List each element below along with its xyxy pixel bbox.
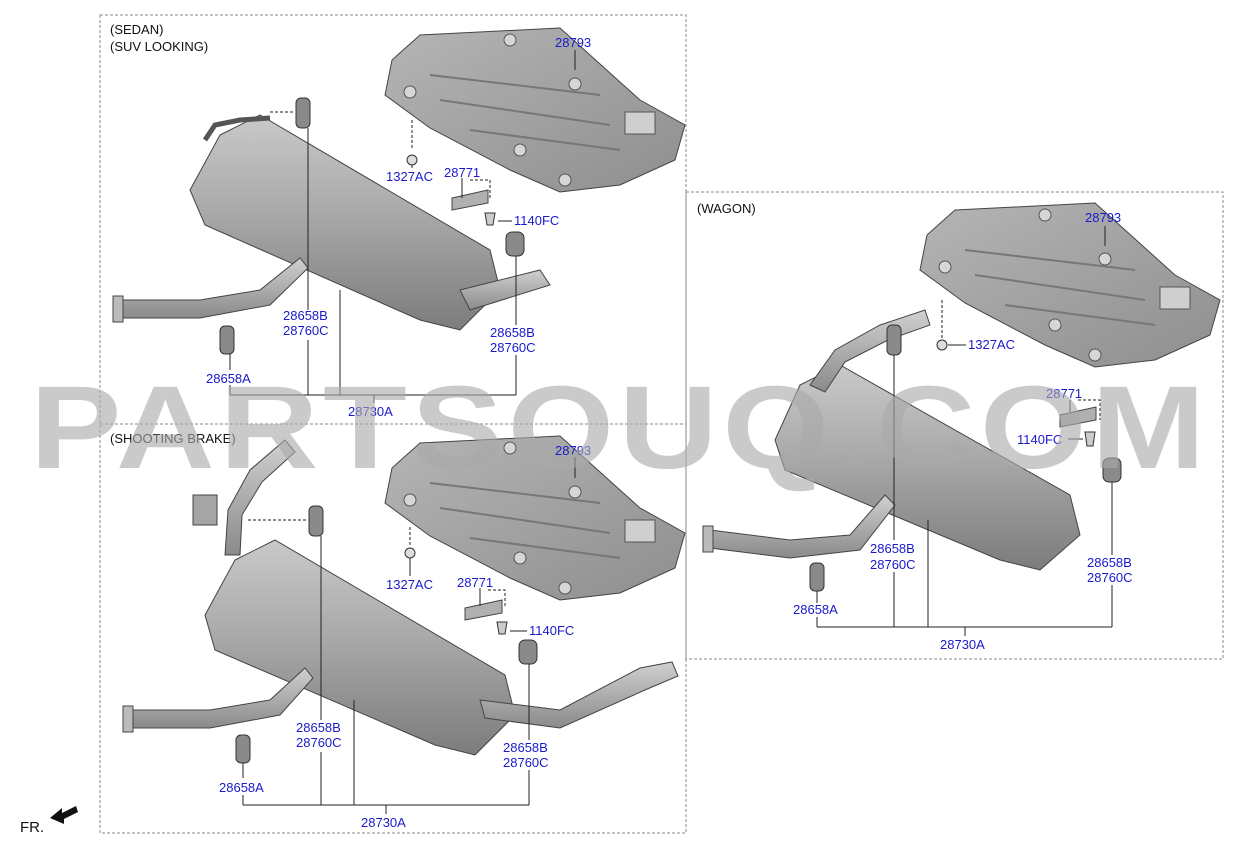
- bolt-illustration: [1084, 431, 1096, 447]
- svg-text:1140FC: 1140FC: [514, 213, 559, 228]
- svg-text:28658A: 28658A: [793, 602, 838, 617]
- svg-text:28760C: 28760C: [283, 323, 329, 338]
- shooting-brake-part-28730a[interactable]: 28730A: [361, 815, 406, 830]
- svg-text:28760C: 28760C: [296, 735, 342, 750]
- svg-text:1140FC: 1140FC: [1017, 432, 1062, 447]
- svg-text:28793: 28793: [1085, 210, 1121, 225]
- hanger-c-illustration: [505, 231, 525, 257]
- sedan-part-1140fc[interactable]: 1140FC: [514, 213, 559, 228]
- shooting-brake-part-28793[interactable]: 28793: [555, 443, 591, 458]
- hanger-a-illustration: [219, 325, 235, 355]
- svg-text:28760C: 28760C: [490, 340, 536, 355]
- wagon-part-28730a[interactable]: 28730A: [940, 637, 985, 652]
- hanger-b-illustration: [295, 97, 311, 129]
- front-direction-label: FR.: [20, 819, 44, 836]
- sedan-part-28658b-left[interactable]: 28658B: [283, 308, 328, 323]
- svg-text:28730A: 28730A: [361, 815, 406, 830]
- bracket-illustration: [464, 599, 503, 621]
- shooting-brake-part-28658b-left[interactable]: 28658B: [296, 720, 341, 735]
- svg-text:28658A: 28658A: [206, 371, 251, 386]
- wagon-part-1327ac[interactable]: 1327AC: [968, 337, 1015, 352]
- heat-protector-illustration: [919, 202, 1221, 368]
- hanger-a-illustration: [809, 562, 825, 592]
- bolt-illustration: [496, 621, 508, 635]
- sedan-part-28793[interactable]: 28793: [555, 35, 591, 50]
- wagon-group-frame: [685, 191, 1224, 660]
- wagon-part-28658b-right[interactable]: 28658B: [1087, 555, 1132, 570]
- sedan-part-28658a[interactable]: 28658A: [206, 371, 251, 386]
- front-arrow-icon: [50, 806, 78, 824]
- svg-text:1327AC: 1327AC: [386, 169, 433, 184]
- shooting-brake-assembly: [122, 435, 686, 814]
- sedan-title: (SEDAN): [110, 22, 163, 37]
- shooting-brake-part-28658a[interactable]: 28658A: [219, 780, 264, 795]
- svg-text:28771: 28771: [444, 165, 480, 180]
- svg-text:28658B: 28658B: [1087, 555, 1132, 570]
- hanger-b-illustration: [886, 324, 902, 356]
- svg-text:1327AC: 1327AC: [968, 337, 1015, 352]
- hanger-b-illustration: [308, 505, 324, 537]
- shooting-brake-part-28760c-left[interactable]: 28760C: [296, 735, 342, 750]
- svg-text:28658A: 28658A: [219, 780, 264, 795]
- sedan-part-28760c-right[interactable]: 28760C: [490, 340, 536, 355]
- svg-text:28658B: 28658B: [870, 541, 915, 556]
- svg-text:28658B: 28658B: [283, 308, 328, 323]
- svg-text:28730A: 28730A: [940, 637, 985, 652]
- sedan-assembly: [112, 27, 686, 403]
- hanger-a-illustration: [235, 734, 251, 764]
- heat-protector-illustration: [384, 435, 686, 601]
- svg-text:1140FC: 1140FC: [529, 623, 574, 638]
- wagon-part-1140fc[interactable]: 1140FC: [1017, 432, 1062, 447]
- svg-text:28760C: 28760C: [503, 755, 549, 770]
- svg-text:28658B: 28658B: [490, 325, 535, 340]
- svg-text:28793: 28793: [555, 35, 591, 50]
- watermark: PARTSOUQ.COM: [30, 362, 1210, 494]
- heat-protector-illustration: [384, 27, 686, 193]
- shooting-brake-part-1140fc[interactable]: 1140FC: [529, 623, 574, 638]
- svg-text:28760C: 28760C: [870, 557, 916, 572]
- bracket-illustration: [1059, 406, 1097, 428]
- sedan-part-28760c-left[interactable]: 28760C: [283, 323, 329, 338]
- shooting-brake-part-1327ac[interactable]: 1327AC: [386, 577, 433, 592]
- svg-text:28658B: 28658B: [296, 720, 341, 735]
- svg-text:28771: 28771: [457, 575, 493, 590]
- nut-illustration: [404, 547, 416, 559]
- sedan-part-28658b-right[interactable]: 28658B: [490, 325, 535, 340]
- svg-text:28771: 28771: [1046, 386, 1082, 401]
- shooting-brake-part-28658b-right[interactable]: 28658B: [503, 740, 548, 755]
- nut-illustration: [406, 154, 418, 166]
- nut-illustration: [936, 339, 948, 351]
- wagon-part-28658a[interactable]: 28658A: [793, 602, 838, 617]
- bolt-illustration: [484, 212, 496, 226]
- wagon-part-28793[interactable]: 28793: [1085, 210, 1121, 225]
- shooting-brake-part-28771[interactable]: 28771: [457, 575, 493, 590]
- wagon-part-28760c-left[interactable]: 28760C: [870, 557, 916, 572]
- svg-text:28793: 28793: [555, 443, 591, 458]
- svg-text:1327AC: 1327AC: [386, 577, 433, 592]
- wagon-part-28760c-right[interactable]: 28760C: [1087, 570, 1133, 585]
- shooting-brake-title: (SHOOTING BRAKE): [110, 431, 236, 446]
- wagon-assembly: [702, 202, 1221, 636]
- hanger-c-illustration: [518, 639, 538, 665]
- muffler-illustration: [122, 439, 679, 756]
- suv-looking-title: (SUV LOOKING): [110, 39, 208, 54]
- muffler-illustration: [112, 114, 551, 331]
- sedan-part-28771[interactable]: 28771: [444, 165, 480, 180]
- sedan-part-28730a[interactable]: 28730A: [348, 404, 393, 419]
- wagon-title: (WAGON): [697, 201, 756, 216]
- svg-text:28730A: 28730A: [348, 404, 393, 419]
- wagon-part-28771[interactable]: 28771: [1046, 386, 1082, 401]
- bracket-illustration: [451, 189, 489, 211]
- sedan-part-1327ac[interactable]: 1327AC: [386, 169, 433, 184]
- svg-text:28658B: 28658B: [503, 740, 548, 755]
- wagon-part-28658b-left[interactable]: 28658B: [870, 541, 915, 556]
- svg-text:28760C: 28760C: [1087, 570, 1133, 585]
- shooting-brake-part-28760c-right[interactable]: 28760C: [503, 755, 549, 770]
